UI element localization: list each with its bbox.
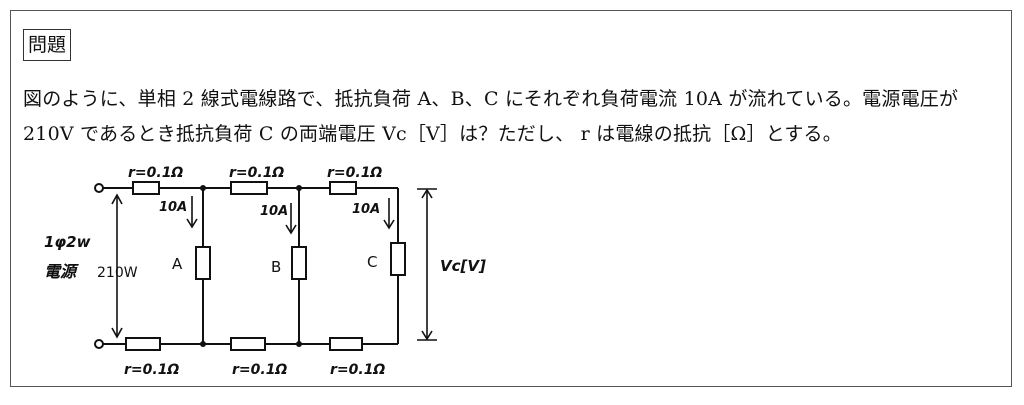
top-r-label-1: r=0.1Ω — [128, 165, 183, 181]
junction-dot — [200, 341, 206, 347]
bottom-terminal — [94, 339, 104, 349]
problem-label: 問題 — [23, 29, 72, 61]
load-label-c: C — [367, 253, 377, 271]
load-resistor-c — [390, 242, 406, 276]
current-label-c: 10A — [352, 202, 380, 217]
bottom-resistor-3 — [329, 337, 363, 351]
junction-dot — [200, 185, 206, 191]
top-resistor-3 — [329, 181, 357, 195]
top-r-label-3: r=0.1Ω — [327, 165, 382, 181]
problem-frame — [10, 10, 1012, 387]
current-arrow-a — [186, 196, 198, 229]
output-voltage-label: Vc[V] — [440, 257, 486, 275]
source-label-power: 電源 — [44, 262, 79, 281]
current-arrow-c — [383, 198, 395, 230]
source-voltage-label: 210W — [97, 265, 138, 281]
top-terminal — [94, 183, 104, 193]
load-label-b: B — [271, 258, 281, 276]
source-label-phase: 1φ2w — [44, 233, 91, 251]
bottom-resistor-2 — [230, 337, 266, 351]
junction-dot — [296, 185, 302, 191]
bottom-r-label-3: r=0.1Ω — [330, 362, 385, 378]
bottom-resistor-1 — [125, 337, 161, 351]
output-voltage-arrow — [417, 188, 437, 341]
source-voltage-arrow — [111, 193, 123, 339]
load-resistor-a — [195, 246, 211, 280]
bottom-r-label-1: r=0.1Ω — [124, 362, 179, 378]
current-label-a: 10A — [159, 200, 187, 215]
junction-dot — [296, 341, 302, 347]
load-resistor-b — [291, 246, 307, 280]
current-label-b: 10A — [260, 204, 288, 219]
question-line-2: 210V であるとき抵抗負荷 C の両端電圧 Vc［V］は？ただし、 r は電線… — [23, 123, 842, 145]
top-resistor-2 — [230, 181, 268, 195]
question-line-1: 図のように、単相 2 線式電線路で、抵抗負荷 A、B、C にそれぞれ負荷電流 1… — [23, 88, 959, 110]
bottom-r-label-2: r=0.1Ω — [232, 362, 287, 378]
top-resistor-1 — [132, 181, 160, 195]
current-arrow-b — [285, 203, 297, 235]
top-r-label-2: r=0.1Ω — [229, 165, 284, 181]
load-label-a: A — [172, 255, 183, 273]
